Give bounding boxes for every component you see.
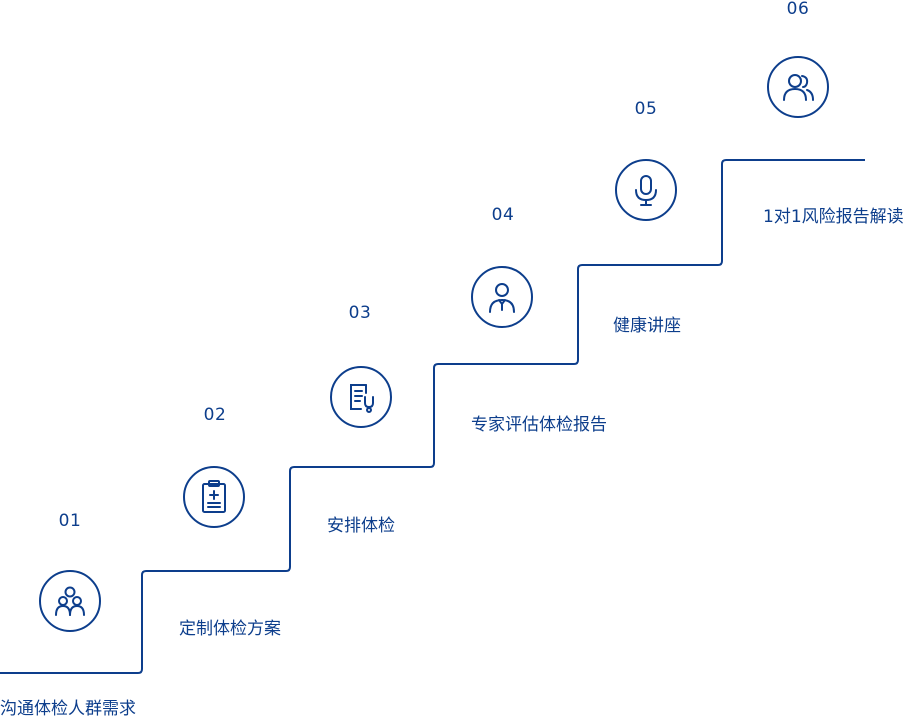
step-label-06: 1对1风险报告解读 (763, 207, 904, 227)
microphone-icon (615, 159, 677, 221)
clipboard-medical-icon (183, 466, 245, 528)
people-group-icon (39, 570, 101, 632)
doctor-icon (471, 266, 533, 328)
step-label-02: 定制体检方案 (179, 619, 281, 639)
step-number-01: 01 (58, 511, 82, 531)
step-number-04: 04 (491, 205, 515, 225)
step-number-03: 03 (348, 303, 372, 323)
step-label-04: 专家评估体检报告 (471, 415, 607, 435)
report-stethoscope-icon (330, 366, 392, 428)
two-persons-icon (767, 56, 829, 118)
step-label-03: 安排体检 (327, 516, 395, 536)
step-label-01: 沟通体检人群需求 (0, 699, 136, 719)
step-label-05: 健康讲座 (613, 316, 681, 336)
step-number-05: 05 (634, 99, 658, 119)
step-number-02: 02 (203, 405, 227, 425)
step-number-06: 06 (786, 0, 810, 19)
